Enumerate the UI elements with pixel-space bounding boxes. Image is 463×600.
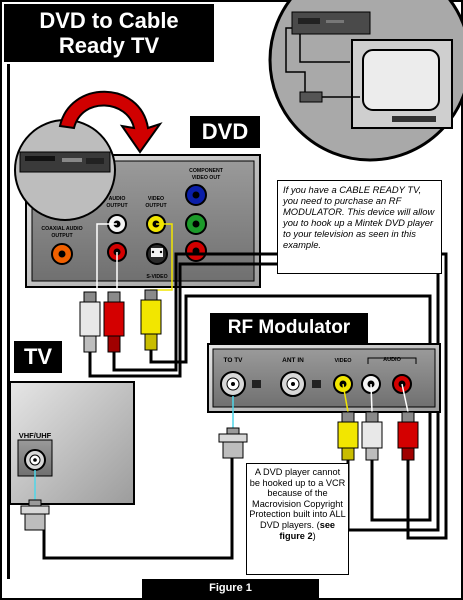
rf-white-wire [370, 383, 373, 413]
component-video-label-2: VIDEO OUT [192, 175, 221, 181]
dvd-jack-component-blue [185, 184, 207, 206]
cable-coax [42, 458, 234, 560]
scene-rf-box [299, 91, 323, 103]
rf-modulator-label: RF Modulator [210, 313, 368, 343]
component-video-label-1: COMPONENT [189, 168, 224, 174]
title-line-1: DVD to Cable [39, 8, 179, 33]
video-output-label-1: VIDEO [148, 196, 164, 202]
vhf-uhf-label: VHF/UHF [19, 431, 52, 440]
white-audio-wire [96, 223, 117, 292]
audio-label: AUDIO [383, 357, 401, 363]
tv-rear-panel [9, 381, 135, 505]
title-line-2: Ready TV [58, 33, 160, 58]
coaxial-audio-label-1: COAXIAL AUDIO [41, 226, 82, 232]
info-text-box: If you have a CABLE READY TV, you need t… [277, 180, 442, 274]
scene-dvd-player-icon [291, 11, 371, 35]
curved-arrow-icon [58, 90, 163, 154]
note-see-close: ) [312, 530, 316, 541]
rf-rca-plug-icon-yellow [337, 411, 359, 461]
cable-yellow-video [149, 294, 432, 522]
ant-in-label: ANT IN [282, 357, 304, 364]
dvd-inset [14, 119, 116, 221]
left-edge-bar [7, 64, 10, 579]
tv-label: TV [14, 341, 62, 373]
note-text: A DVD player cannot be hooked up to a VC… [249, 467, 346, 530]
rf-rca-plug-icon-red [397, 411, 419, 461]
macrovision-note: A DVD player cannot be hooked up to a VC… [246, 463, 349, 575]
dvd-jack-component-red [185, 240, 207, 262]
dvd-player-icon [19, 151, 111, 173]
audio-output-label-2: OUTPUT [106, 203, 128, 209]
dvd-jack-component-green [185, 213, 207, 235]
coax-plug-icon-rf [218, 427, 248, 459]
rf-modulator-panel [207, 343, 441, 413]
coax-plug-icon-tv [20, 499, 50, 531]
dvd-jack-s-video [146, 243, 168, 265]
scene-tv-set-icon [351, 39, 453, 129]
rca-plug-icon-white [79, 291, 101, 353]
rf-jack-to-tv [220, 371, 261, 397]
rf-red-wire [401, 383, 409, 413]
note-see-open: ( [316, 519, 320, 530]
video-output-label-2: OUTPUT [145, 203, 167, 209]
rf-jack-ant-in [280, 371, 321, 397]
video-label: VIDEO [334, 358, 352, 364]
dvd-label: DVD [190, 116, 260, 148]
rf-rca-plug-icon-white [361, 411, 383, 461]
coaxial-audio-label-2: OUTPUT [51, 233, 73, 239]
diagram-title: DVD to Cable Ready TV [4, 4, 214, 62]
audio-output-label-1: AUDIO [109, 196, 126, 202]
rf-yellow-wire [342, 383, 349, 413]
dvd-jack-coaxial-orange [51, 243, 73, 265]
audio-bracket [367, 357, 417, 364]
s-video-label: S-VIDEO [146, 274, 167, 280]
to-tv-label: TO TV [223, 357, 243, 364]
rca-plug-icon-yellow [140, 289, 162, 351]
rca-plug-icon-red [103, 291, 125, 353]
tv-scene-circle [268, 0, 463, 162]
figure-caption: Figure 1 [142, 579, 319, 598]
yellow-video-wire [150, 223, 173, 291]
tv-coax-jack [24, 449, 46, 471]
note-see-figure: see figure 2 [279, 519, 336, 541]
